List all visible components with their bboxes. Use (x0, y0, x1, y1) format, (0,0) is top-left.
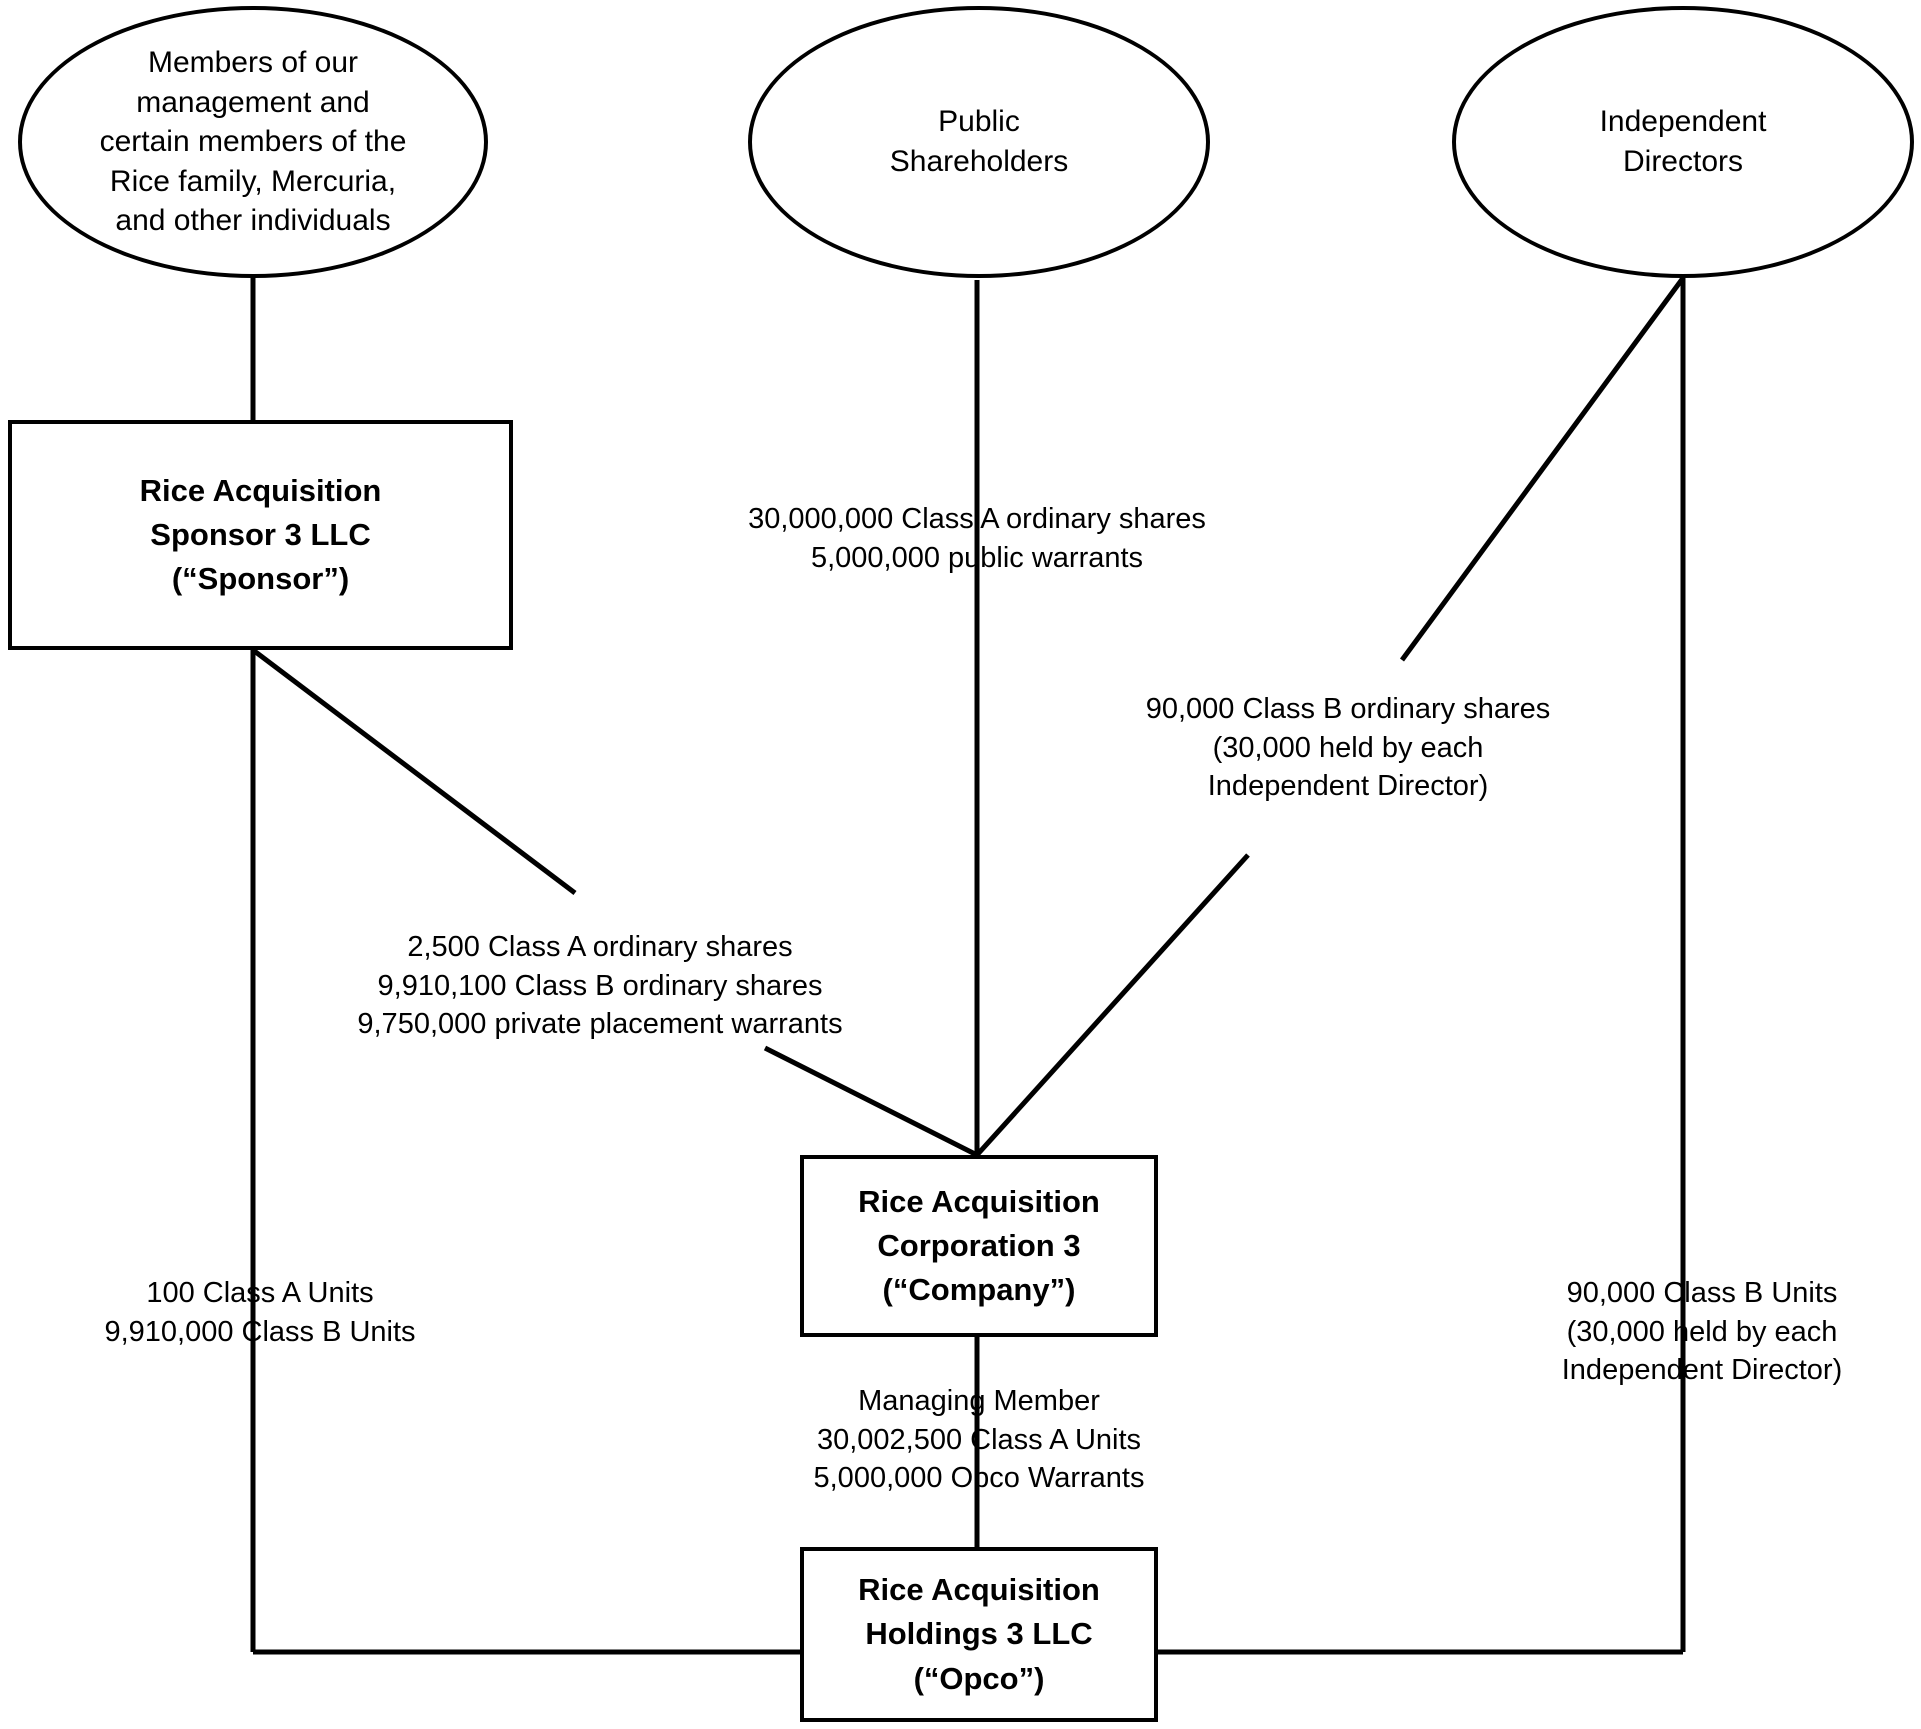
edge-label-directors-to-opco: 90,000 Class B Units (30,000 held by eac… (1561, 1277, 1843, 1387)
node-independent-directors-label: Independent Directors (1599, 105, 1767, 178)
node-independent-directors[interactable]: Independent Directors (1452, 6, 1914, 278)
node-public-shareholders-label: Public Shareholders (889, 105, 1069, 178)
edge-directors-to-company-upper (1399, 276, 1686, 662)
node-sponsor[interactable]: Rice Acquisition Sponsor 3 LLC (“Sponsor… (8, 420, 513, 650)
node-opco-label: Rice Acquisition Holdings 3 LLC (“Opco”) (858, 1572, 1100, 1696)
edge-label-sponsor-to-opco: 100 Class A Units 9,910,000 Class B Unit… (104, 1277, 416, 1348)
node-sponsor-label: Rice Acquisition Sponsor 3 LLC (“Sponsor… (139, 472, 382, 596)
edge-label-directors-to-company: 90,000 Class B ordinary shares (30,000 h… (1145, 693, 1551, 803)
node-company-label: Rice Acquisition Corporation 3 (“Company… (858, 1183, 1100, 1307)
node-opco[interactable]: Rice Acquisition Holdings 3 LLC (“Opco”) (800, 1547, 1158, 1722)
node-management-members-label: Members of our management and certain me… (99, 46, 407, 238)
edge-directors-to-company-lower (975, 853, 1250, 1157)
edge-sponsor-to-company-lower (763, 1045, 979, 1158)
edge-label-company-to-opco: Managing Member 30,002,500 Class A Units… (813, 1385, 1145, 1495)
edge-label-public-to-company: 30,000,000 Class A ordinary shares 5,000… (748, 503, 1206, 574)
node-company[interactable]: Rice Acquisition Corporation 3 (“Company… (800, 1155, 1158, 1337)
node-management-members[interactable]: Members of our management and certain me… (18, 6, 488, 278)
node-public-shareholders[interactable]: Public Shareholders (748, 6, 1210, 278)
edge-label-sponsor-to-company: 2,500 Class A ordinary shares 9,910,100 … (357, 931, 843, 1041)
edge-sponsor-to-company-upper (251, 648, 577, 895)
